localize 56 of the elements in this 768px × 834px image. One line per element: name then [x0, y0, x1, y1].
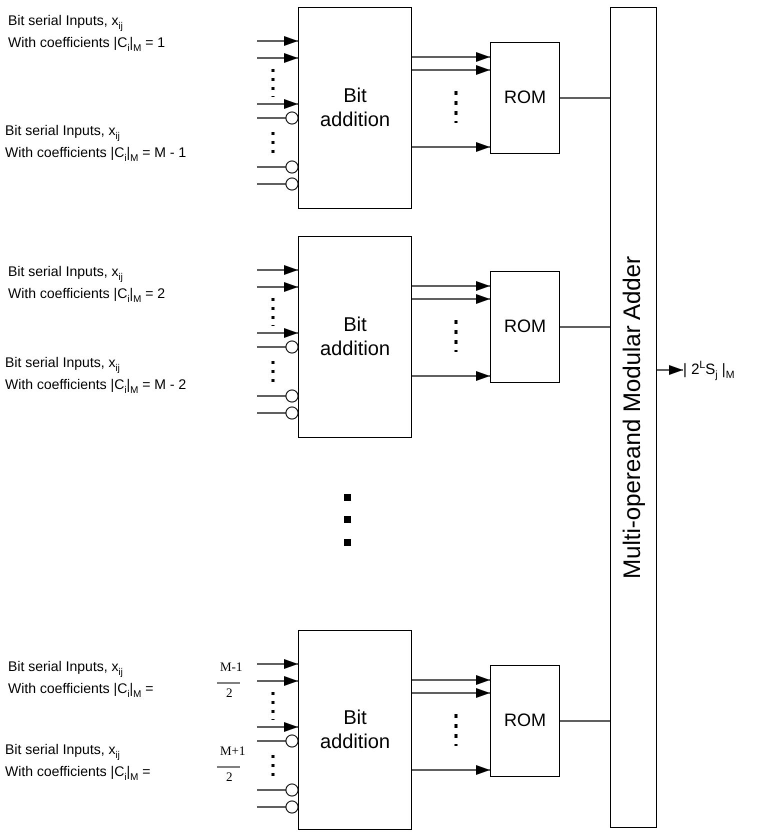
memory-block [490, 665, 560, 777]
block-label: Bit addition [318, 706, 392, 754]
input-description: With coefficients |C$_{i}$|$_{M}$ = M - 1 [5, 144, 186, 160]
connector-line [560, 97, 610, 99]
modular-adder-block [610, 7, 657, 828]
arrow [257, 36, 298, 46]
block-label: ROM [504, 710, 546, 732]
input-description: With coefficients |C$_{i}$|$_{M}$ = [5, 763, 150, 779]
arrow [412, 688, 490, 698]
arrow [257, 722, 298, 732]
input-description: With coefficients |C$_{i}$|$_{M}$ = 2 [8, 285, 166, 301]
inverted-input-line [257, 178, 298, 190]
arrow [257, 659, 298, 669]
adder-block [298, 7, 412, 209]
fraction-term: M-1 [220, 659, 242, 675]
adder-block [298, 236, 412, 438]
inverted-input-line [257, 390, 298, 402]
arrow [257, 676, 298, 686]
fraction-term: M+1 [220, 743, 246, 759]
input-description: With coefficients |C$_{i}$|$_{M}$ = M - 2 [5, 376, 186, 392]
inverted-input-line [257, 160, 298, 174]
block-label: ROM [504, 87, 546, 109]
adder-block [298, 630, 412, 830]
arrow [412, 65, 490, 75]
input-description: With coefficients |C$_{i}$|$_{M}$ = 1 [8, 34, 166, 50]
memory-block [490, 42, 560, 154]
inverted-input-line [257, 800, 298, 814]
inverted-input-line [257, 406, 298, 420]
arrow [412, 281, 490, 291]
arrow [657, 365, 683, 375]
inverted-input-line [257, 784, 298, 796]
block-label: Bit addition [318, 84, 392, 132]
arrow [257, 99, 298, 109]
arrow [257, 265, 298, 275]
arrow [412, 675, 490, 685]
connector-line [560, 326, 610, 328]
arrow [257, 328, 298, 338]
inverted-input-line [257, 734, 298, 748]
block-label: ROM [504, 316, 546, 338]
output-label: | 2$^{L}$S$_{j}$ |$_{M}$ [683, 361, 734, 379]
input-description: With coefficients |C$_{i}$|$_{M}$ = [8, 680, 154, 696]
arrow [412, 294, 490, 304]
fraction-term: 2 [226, 685, 232, 701]
block-label: Multi-opereand Modular Adder [619, 256, 648, 579]
arrow [412, 765, 490, 775]
arrow [257, 53, 298, 63]
arrow [412, 142, 490, 152]
memory-block [490, 271, 560, 383]
arrow [412, 52, 490, 62]
inverted-input-line [257, 340, 298, 354]
inverted-input-line [257, 112, 298, 124]
fraction-term: 2 [226, 769, 232, 785]
arrow [412, 371, 490, 381]
block-label: Bit addition [318, 313, 392, 361]
arrow [257, 282, 298, 292]
connector-line [560, 720, 610, 722]
